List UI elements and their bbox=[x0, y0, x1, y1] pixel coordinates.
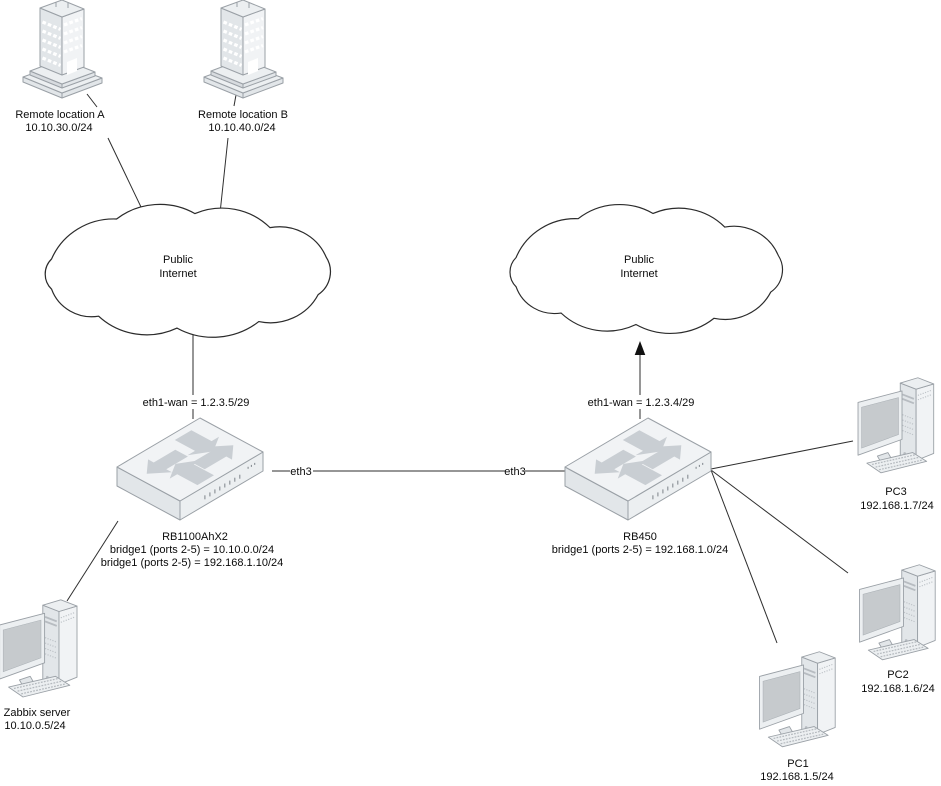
workstation-icon-pc3 bbox=[857, 376, 935, 474]
zabbix-label: Zabbix server bbox=[4, 707, 71, 719]
cloud-right-label-line2: Internet bbox=[620, 268, 657, 280]
remote-a-label: Remote location A bbox=[15, 109, 105, 121]
rb1100-model-label: RB1100AhX2 bbox=[162, 531, 228, 543]
eth3-label-right: eth3 bbox=[504, 466, 525, 478]
links-layer bbox=[66, 93, 854, 644]
router-icon-rb450 bbox=[564, 417, 712, 521]
pc3-label: PC3 bbox=[885, 486, 906, 498]
rb450-wan-label: eth1-wan = 1.2.3.4/29 bbox=[588, 397, 695, 409]
labels-layer: Remote location A 10.10.30.0/24 Remote l… bbox=[4, 109, 935, 783]
building-icon-remote-a bbox=[21, 0, 104, 100]
rb1100-bridge2-label: bridge1 (ports 2-5) = 192.168.1.10/24 bbox=[101, 557, 284, 569]
link-rb450-pc3 bbox=[710, 440, 854, 470]
remote-a-subnet: 10.10.30.0/24 bbox=[25, 122, 92, 134]
link-rb450-pc2 bbox=[710, 469, 849, 574]
link-remote-a-internet-upper bbox=[86, 93, 98, 108]
rb450-bridge1-label: bridge1 (ports 2-5) = 192.168.1.0/24 bbox=[552, 544, 728, 556]
building-icon-remote-b bbox=[202, 0, 285, 100]
remote-b-label: Remote location B bbox=[198, 109, 288, 121]
pc2-label: PC2 bbox=[887, 669, 908, 681]
workstation-icon-zabbix bbox=[0, 598, 78, 698]
eth3-label-left: eth3 bbox=[290, 466, 311, 478]
pc2-ip: 192.168.1.6/24 bbox=[861, 683, 934, 695]
zabbix-ip: 10.10.0.5/24 bbox=[4, 720, 65, 732]
cloud-left-label-line1: Public bbox=[163, 254, 193, 266]
pc1-label: PC1 bbox=[787, 758, 808, 770]
pc3-ip: 192.168.1.7/24 bbox=[860, 500, 933, 512]
cloud-left-label-line2: Internet bbox=[159, 268, 196, 280]
cloud-right-label-line1: Public bbox=[624, 254, 654, 266]
link-rb450-pc1 bbox=[710, 469, 778, 644]
workstation-icon-pc1 bbox=[758, 650, 837, 748]
rb1100-bridge1-label: bridge1 (ports 2-5) = 10.10.0.0/24 bbox=[110, 544, 274, 556]
rb450-model-label: RB450 bbox=[623, 531, 657, 543]
link-rb1100-zabbix bbox=[66, 520, 119, 602]
workstation-icon-pc2 bbox=[858, 563, 937, 661]
arrowhead-up-icon bbox=[634, 341, 646, 355]
rb1100-wan-label: eth1-wan = 1.2.3.5/29 bbox=[143, 397, 250, 409]
router-icon-rb1100ahx2 bbox=[116, 417, 264, 521]
remote-b-subnet: 10.10.40.0/24 bbox=[208, 122, 275, 134]
link-remote-b-internet-upper bbox=[233, 94, 237, 107]
pc1-ip: 192.168.1.5/24 bbox=[760, 771, 833, 783]
